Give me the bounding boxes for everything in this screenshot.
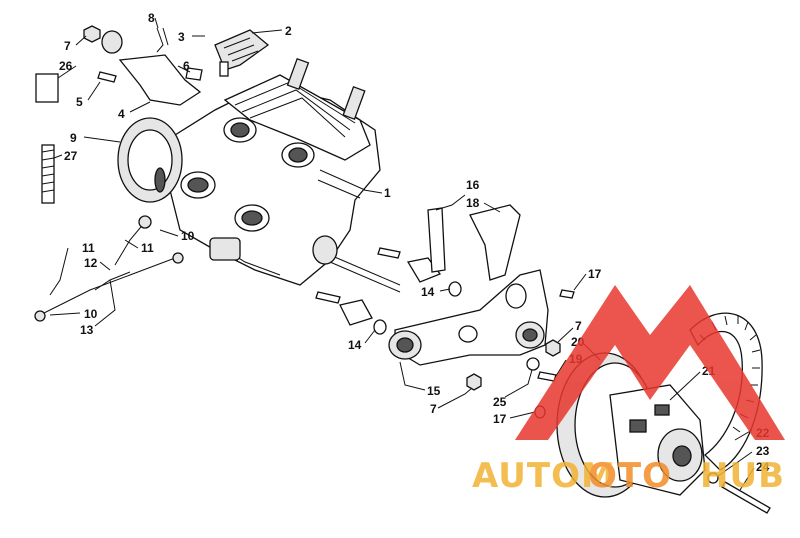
callout-4: 4: [118, 107, 125, 121]
washer-part-25: [526, 357, 540, 371]
bolt-part-17-upper: [559, 289, 575, 299]
bolt-part-upper: [377, 247, 401, 259]
callout-12: 12: [84, 256, 98, 270]
engine-assembly: [117, 57, 401, 293]
callout-2: 2: [285, 24, 292, 38]
bolt-part-19: [537, 371, 557, 382]
nut-part-7-right: [545, 339, 561, 357]
callout-18: 18: [466, 196, 480, 210]
callout-17-upper: 17: [588, 267, 602, 281]
callout-16: 16: [466, 178, 480, 192]
spring-part-26: [35, 73, 59, 103]
mount-plate-part-15: [388, 269, 549, 366]
callout-14-lower: 14: [348, 338, 362, 352]
washer-part-23: [707, 472, 719, 484]
spring-part-27: [41, 144, 55, 204]
handle-part-2: [214, 29, 270, 77]
bracket-part-16: [427, 207, 446, 273]
gear-part: [101, 30, 123, 54]
callout-13: 13: [80, 323, 94, 337]
callout-25: 25: [493, 395, 507, 409]
callout-27: 27: [64, 149, 78, 163]
callout-5: 5: [76, 95, 83, 109]
callout-14-upper: 14: [421, 285, 435, 299]
callout-10-lower: 10: [84, 307, 98, 321]
bolt-part-24: [721, 481, 771, 514]
callout-23: 23: [756, 444, 770, 458]
bolt-part-6: [185, 67, 203, 81]
nut-part-7-lower: [466, 373, 482, 391]
watermark-text-right: HUB: [700, 456, 785, 496]
hose-assembly: [34, 215, 184, 322]
bolt-part-5: [97, 71, 117, 83]
callout-10-upper: 10: [181, 229, 195, 243]
callout-8: 8: [148, 11, 155, 25]
callout-9: 9: [70, 131, 77, 145]
callout-7-right: 7: [575, 319, 582, 333]
bracket-part-4: [118, 54, 202, 106]
callout-24: 24: [756, 460, 770, 474]
bracket-part-18: [469, 204, 521, 281]
washer-part-14-lower: [373, 319, 387, 335]
callout-7-lower: 7: [430, 402, 437, 416]
watermark-text-left: AUTOM: [472, 456, 616, 496]
callout-15: 15: [427, 384, 441, 398]
callout-26: 26: [59, 59, 73, 73]
watermark-text-mid: OTO: [588, 456, 672, 496]
bolt-part-lower: [315, 291, 341, 304]
callout-3: 3: [178, 30, 185, 44]
clip-part-8: [156, 27, 169, 53]
callout-1: 1: [384, 186, 391, 200]
callout-11-left: 11: [82, 241, 95, 255]
callout-17-lower: 17: [493, 412, 507, 426]
washer-part-14-upper: [448, 281, 462, 297]
nut-part-7: [83, 25, 101, 43]
callout-6: 6: [183, 59, 190, 73]
callout-7-top: 7: [64, 39, 71, 53]
spacer-lower: [339, 299, 373, 326]
callout-11-mid: 11: [141, 241, 154, 255]
watermark-logo: [515, 285, 785, 440]
automotohub-watermark: AUTOM OTO HUB: [472, 285, 785, 496]
